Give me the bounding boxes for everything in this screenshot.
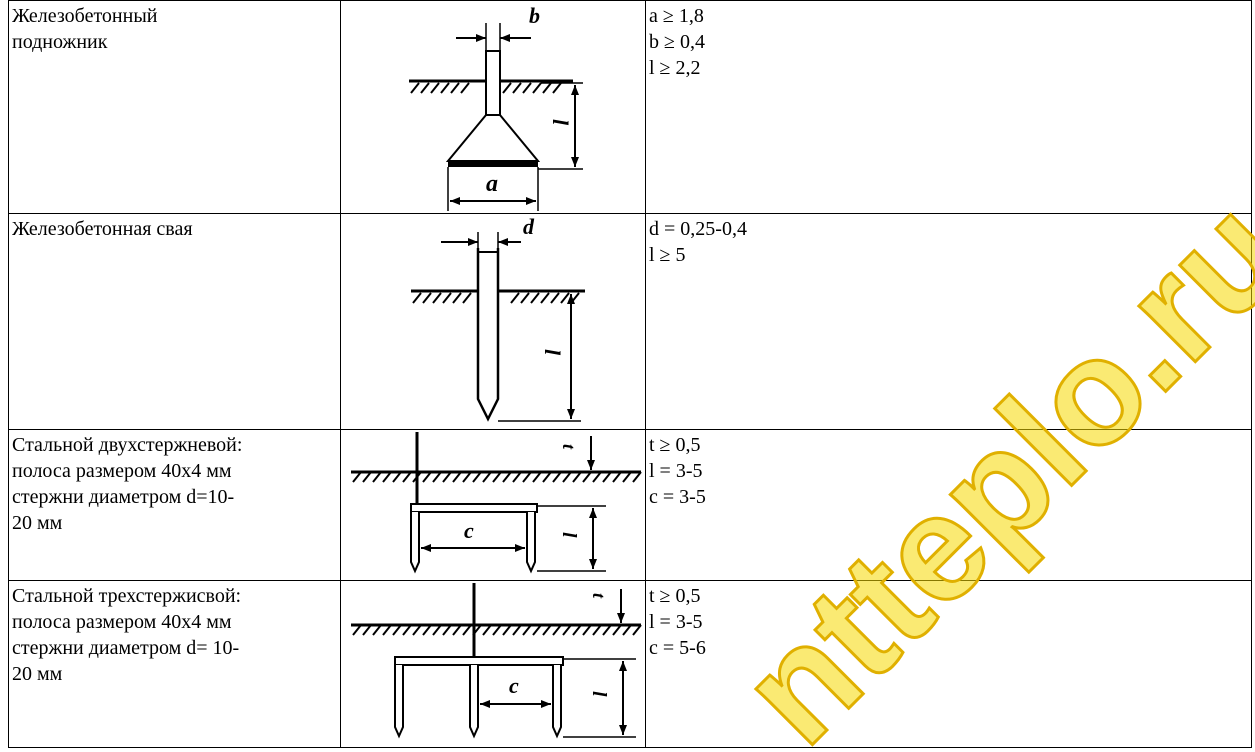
- two-rod-drawing: c l t: [351, 432, 642, 574]
- description-cell: Железобетонный подножник: [8, 0, 341, 214]
- dimension-l-label: l: [548, 119, 573, 126]
- parameters-cell: d = 0,25-0,4 l ≥ 5: [645, 213, 1252, 430]
- description-line: 20 мм: [12, 512, 63, 534]
- description-line: стержни диаметром d= 10-: [12, 637, 240, 659]
- parameter-line: l = 3-5: [649, 460, 703, 482]
- description-cell: Стальной двухстержневой: полоса размером…: [8, 429, 341, 581]
- parameter-line: l = 3-5: [649, 611, 703, 633]
- dimension-t-label: t: [589, 593, 609, 599]
- three-rod-drawing: c l t: [351, 583, 642, 739]
- parameter-line: b ≥ 0,4: [649, 31, 705, 53]
- description-line: 20 мм: [12, 663, 63, 685]
- drawing-cell: b l a: [340, 0, 646, 214]
- dimension-b-label: b: [529, 3, 540, 28]
- description-line: Железобетонный: [12, 5, 158, 27]
- parameter-line: t ≥ 0,5: [649, 585, 701, 607]
- description-line: стержни диаметром d=10-: [12, 486, 235, 508]
- dimension-l-label: l: [540, 349, 565, 356]
- description-line: Стальной трехстержисвой:: [12, 585, 242, 607]
- description-line: Железобетонная свая: [12, 218, 193, 240]
- description-line: Стальной двухстержневой:: [12, 434, 243, 456]
- parameter-line: d = 0,25-0,4: [649, 218, 747, 240]
- dimension-c-label: c: [464, 518, 474, 543]
- table-row: Стальной двухстержневой: полоса размером…: [8, 429, 1252, 581]
- description-cell: Стальной трехстержисвой: полоса размером…: [8, 580, 341, 748]
- table-row: Железобетонный подножник: [8, 0, 1252, 214]
- parameter-line: a ≥ 1,8: [649, 5, 704, 27]
- parameter-line: l ≥ 5: [649, 244, 686, 266]
- drawing-cell: c l t: [340, 429, 646, 581]
- dimension-l-label: l: [588, 691, 610, 697]
- drawing-cell: d l: [340, 213, 646, 430]
- footing-drawing: b l a: [409, 3, 583, 211]
- pile-drawing: d l: [411, 214, 585, 422]
- table-row: Стальной трехстержисвой: полоса размером…: [8, 580, 1252, 748]
- dimension-t-label: t: [559, 444, 579, 450]
- drawing-cell: c l t: [340, 580, 646, 748]
- description-line: подножник: [12, 31, 108, 53]
- dimension-c-label: c: [509, 673, 519, 698]
- table-row: Железобетонная свая d: [8, 213, 1252, 430]
- parameters-cell: a ≥ 1,8 b ≥ 0,4 l ≥ 2,2: [645, 0, 1252, 214]
- parameters-cell: t ≥ 0,5 l = 3-5 с = 5-6: [645, 580, 1252, 748]
- description-line: полоса размером 40х4 мм: [12, 611, 232, 633]
- grounding-table: Железобетонный подножник: [8, 0, 1252, 748]
- parameter-line: l ≥ 2,2: [649, 57, 701, 79]
- dimension-d-label: d: [523, 214, 535, 239]
- description-cell: Железобетонная свая: [8, 213, 341, 430]
- parameters-cell: t ≥ 0,5 l = 3-5 с = 3-5: [645, 429, 1252, 581]
- dimension-a-label: a: [486, 171, 498, 197]
- parameter-line: с = 3-5: [649, 486, 706, 508]
- description-line: полоса размером 40х4 мм: [12, 460, 232, 482]
- parameter-line: с = 5-6: [649, 637, 706, 659]
- dimension-l-label: l: [558, 532, 580, 538]
- parameter-line: t ≥ 0,5: [649, 434, 701, 456]
